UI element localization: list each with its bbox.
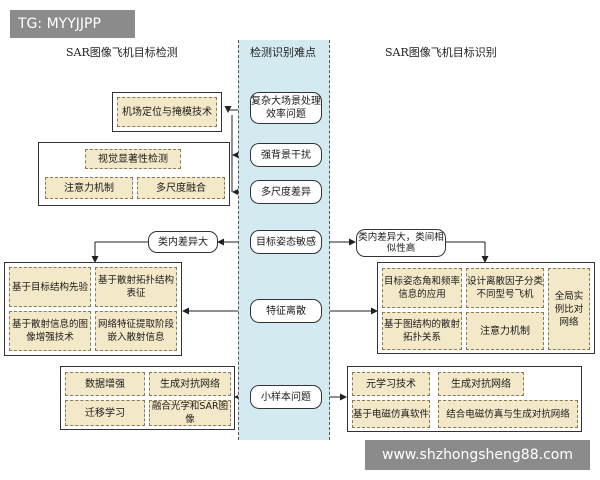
- group-feature-left: 基于目标结构先验 基于散射拓扑结构表征 基于散射信息的图像增强技术 网络特征提取…: [4, 262, 182, 356]
- difficulty-pose-sensitivity: 目标姿态敏感: [250, 230, 322, 254]
- group-scene-left: 机场定位与掩模技术: [112, 92, 222, 132]
- item-discrete-factor: 设计离散因子分类不同型号飞机: [466, 268, 544, 308]
- header-center: 检测识别难点: [250, 46, 316, 59]
- group-background-left: 视觉显著性检测 注意力机制 多尺度融合: [38, 142, 230, 206]
- right-class-difference: 类内差异大，类间相似性高: [356, 229, 446, 257]
- item-scattering-enhancement: 基于散射信息的图像增强技术: [9, 311, 91, 351]
- item-meta-learning: 元学习技术: [352, 372, 430, 396]
- item-visual-saliency: 视觉显著性检测: [85, 149, 181, 169]
- difficulty-background-interference: 强背景干扰: [250, 143, 322, 167]
- header-right: SAR图像飞机目标识别: [385, 46, 497, 59]
- item-pose-frequency: 目标姿态角和频率信息的应用: [382, 268, 462, 308]
- header-left: SAR图像飞机目标检测: [66, 46, 178, 59]
- item-em-simulation-gan: 结合电磁仿真与生成对抗网络: [438, 400, 578, 428]
- item-airport-masking: 机场定位与掩模技术: [117, 97, 217, 127]
- item-scattering-topology: 基于散射拓扑结构表征: [95, 267, 177, 307]
- item-transfer-learning: 迁移学习: [65, 400, 145, 426]
- item-em-simulation: 基于电磁仿真软件: [352, 400, 430, 428]
- item-gan-right: 生成对抗网络: [438, 372, 524, 396]
- item-graph-scattering: 基于图结构的散射拓扑关系: [382, 312, 462, 350]
- item-global-instance-network: 全局实例比对网络: [548, 268, 590, 350]
- left-intra-class-difference: 类内差异大: [148, 231, 218, 253]
- item-attention-right: 注意力机制: [466, 312, 544, 350]
- watermark-top: TG: MYYJJPP: [10, 10, 135, 38]
- difficulty-multiscale: 多尺度差异: [250, 180, 322, 204]
- item-gan-left: 生成对抗网络: [149, 372, 231, 396]
- item-data-augmentation: 数据增强: [65, 372, 145, 396]
- group-sample-right: 元学习技术 生成对抗网络 基于电磁仿真软件 结合电磁仿真与生成对抗网络: [347, 366, 582, 432]
- difficulty-small-sample: 小样本问题: [250, 385, 322, 409]
- group-feature-right: 目标姿态角和频率信息的应用 设计离散因子分类不同型号飞机 全局实例比对网络 基于…: [377, 262, 595, 354]
- item-optical-sar-fusion: 融合光学和SAR图像: [149, 400, 231, 426]
- item-multiscale-fusion: 多尺度融合: [137, 177, 225, 199]
- difficulty-feature-dispersion: 特征离散: [250, 299, 322, 323]
- difficulty-scene-efficiency: 复杂大场景处理效率问题: [250, 92, 322, 124]
- group-sample-left: 数据增强 生成对抗网络 迁移学习 融合光学和SAR图像: [60, 366, 235, 430]
- item-attention-left: 注意力机制: [45, 177, 133, 199]
- item-structure-prior: 基于目标结构先验: [9, 267, 91, 307]
- watermark-bottom: www.shzhongsheng88.com: [365, 440, 590, 470]
- item-network-embedding: 网络特征提取阶段嵌入散射信息: [95, 311, 177, 351]
